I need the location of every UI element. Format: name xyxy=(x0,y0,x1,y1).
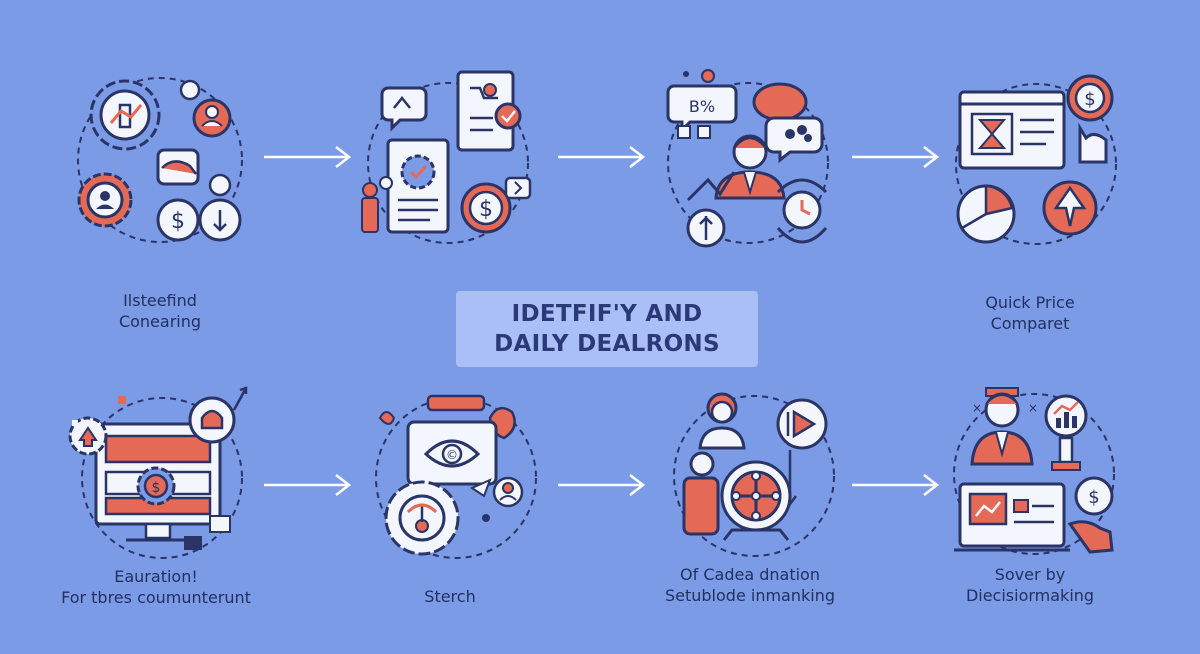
gear-eye-search-icon: © xyxy=(375,394,537,559)
step7-label-line1: Of Cadea dnation xyxy=(680,565,820,584)
step4-label: Quick Price Comparet xyxy=(930,292,1130,334)
percent-bubble-text: B% xyxy=(689,97,715,116)
step1-label-line2: Conearing xyxy=(118,312,202,331)
step2-illustration: $ xyxy=(358,68,538,248)
arrow-3 xyxy=(852,146,940,168)
step8-label-line1: Sover by xyxy=(994,565,1066,584)
svg-text:×: × xyxy=(1028,401,1038,415)
arrow-6 xyxy=(852,474,940,496)
step5-label: Eauration! For tbres coumunterunt xyxy=(36,566,276,608)
step5-label-line1: Eauration! xyxy=(114,567,198,586)
step1-illustration: $ xyxy=(70,70,250,250)
svg-text:$: $ xyxy=(152,480,161,496)
title-line-1: IDETFIF'Y AND xyxy=(511,301,703,327)
step4-illustration: $ xyxy=(946,68,1132,254)
svg-text:$: $ xyxy=(1088,487,1099,508)
step6-illustration: © xyxy=(366,388,546,568)
gears-money-handshake-icon: $ xyxy=(77,77,243,243)
step1-label-line1: Ilsteefind xyxy=(123,291,197,310)
person-wheel-play-icon xyxy=(673,392,835,557)
svg-text:$: $ xyxy=(1084,89,1095,110)
svg-text:×: × xyxy=(972,401,982,415)
document-checklist-icon: $ xyxy=(361,70,532,244)
arrow-2 xyxy=(558,146,646,168)
svg-text:$: $ xyxy=(479,197,493,222)
step3-illustration: B% xyxy=(658,68,838,248)
arrow-4 xyxy=(264,474,352,496)
person-chat-icon: B% xyxy=(666,69,829,248)
step8-illustration: × × $ xyxy=(950,382,1130,562)
step5-label-line2: For tbres coumunterunt xyxy=(61,588,251,607)
step7-label-line2: Setublode inmanking xyxy=(664,586,835,605)
step7-label: Of Cadea dnation Setublode inmanking xyxy=(630,564,870,606)
svg-text:©: © xyxy=(446,448,458,462)
step6-label-line1: Sterch xyxy=(424,587,476,606)
svg-text:$: $ xyxy=(171,209,185,234)
arrow-1 xyxy=(264,146,352,168)
monitor-bell-icon: $ xyxy=(68,386,248,559)
diagram-title: IDETFIF'Y AND DAILY DEALRONS xyxy=(456,291,758,367)
browser-comparison-icon: $ xyxy=(955,74,1117,245)
person-laptop-decision-icon: × × $ xyxy=(953,387,1115,555)
step1-label: Ilsteefind Conearing xyxy=(60,290,260,332)
title-line-2: DAILY DEALRONS xyxy=(494,331,720,357)
step6-label: Sterch xyxy=(350,586,550,607)
step8-label: Sover by Diecisiormaking xyxy=(930,564,1130,606)
step7-illustration xyxy=(664,384,844,564)
arrow-5 xyxy=(558,474,646,496)
step8-label-line2: Diecisiormaking xyxy=(965,586,1095,605)
step4-label-line1: Quick Price xyxy=(985,293,1075,312)
step5-illustration: $ xyxy=(62,380,252,560)
step4-label-line2: Comparet xyxy=(990,314,1070,333)
